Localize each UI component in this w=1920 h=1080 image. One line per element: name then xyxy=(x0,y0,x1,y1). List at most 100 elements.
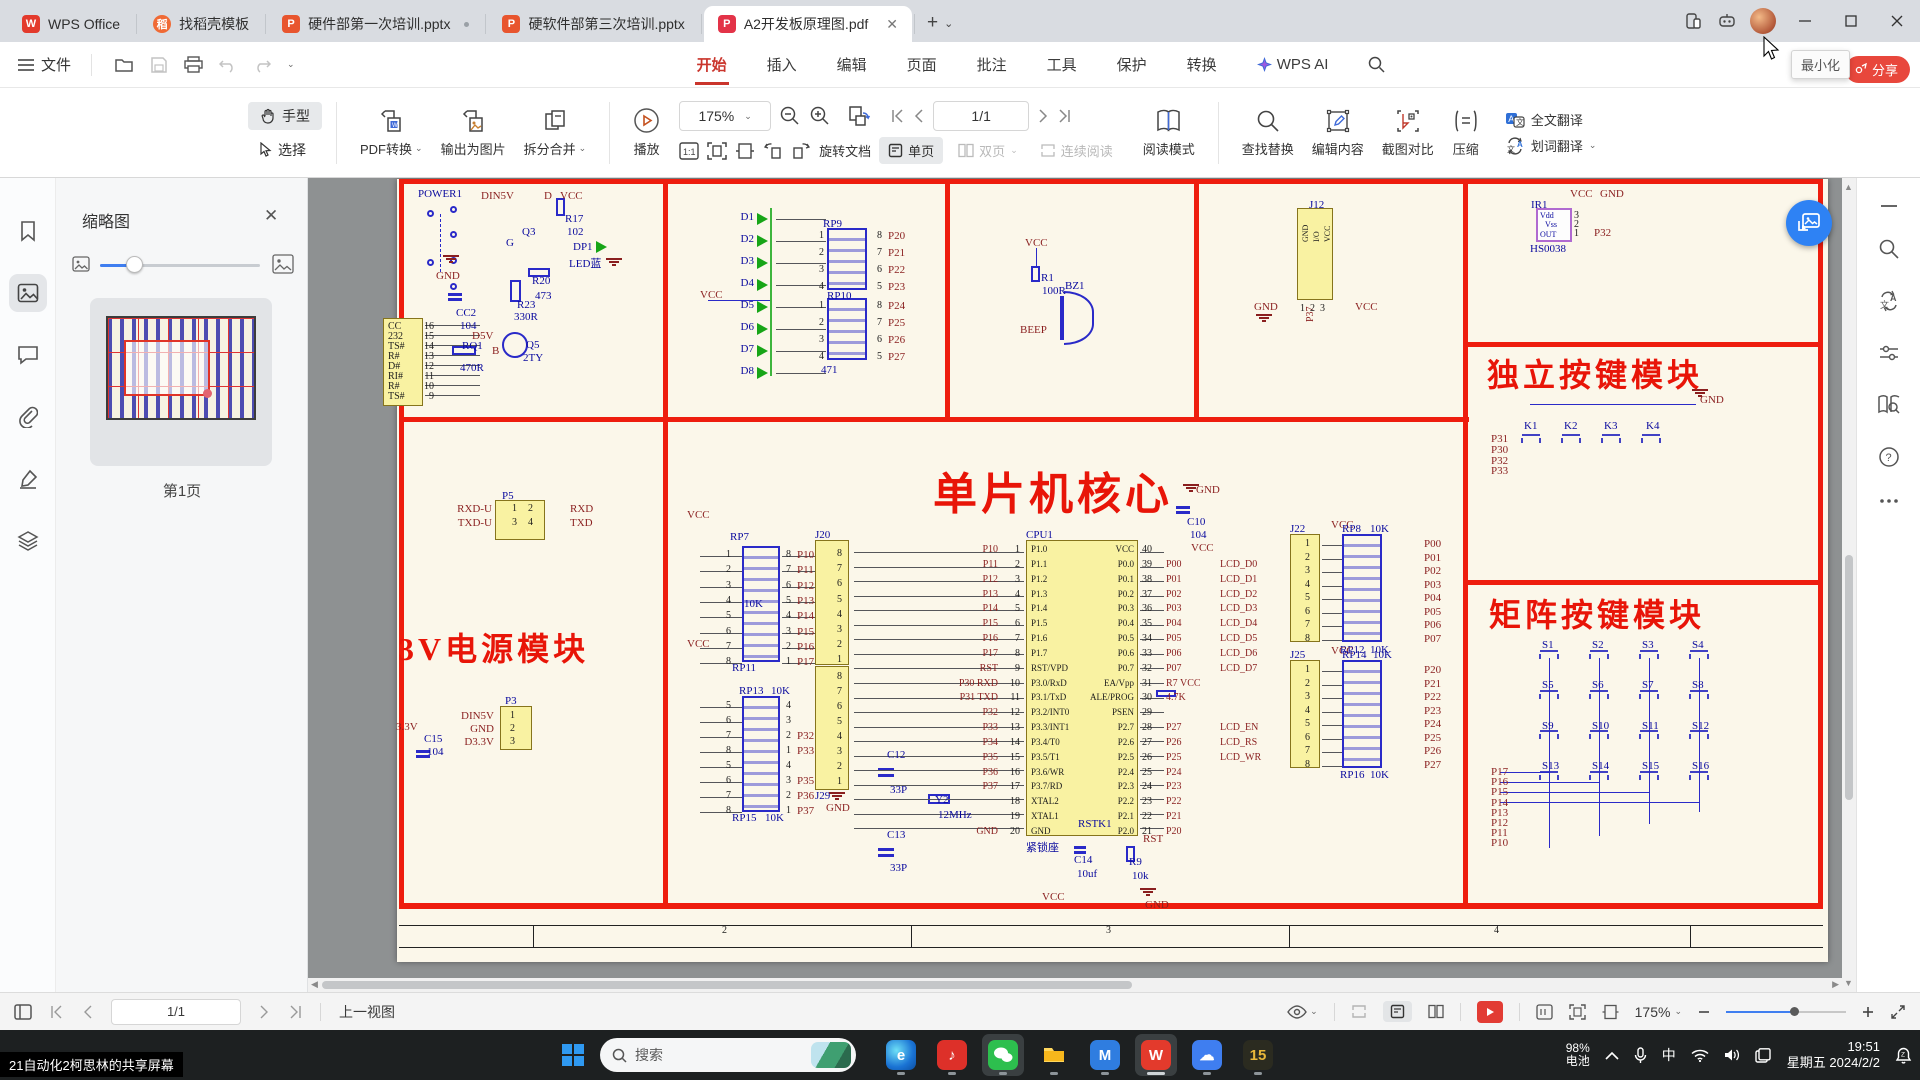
file-menu-button[interactable]: 文件 xyxy=(18,54,71,75)
page-number-input[interactable]: 1/1 xyxy=(933,101,1030,131)
fit-page-icon[interactable] xyxy=(707,141,727,160)
last-page-icon[interactable] xyxy=(1057,109,1071,123)
first-page-icon[interactable] xyxy=(891,109,905,123)
rail-book-search-icon[interactable] xyxy=(1877,394,1901,416)
thumbnail-viewport-highlight[interactable] xyxy=(124,340,212,398)
prev-page-icon[interactable] xyxy=(913,109,925,123)
sb-zoom-in-icon[interactable] xyxy=(1862,1006,1874,1018)
new-tab-button[interactable]: + xyxy=(927,12,939,33)
sb-last-page-icon[interactable] xyxy=(288,1005,302,1019)
search-highlight-image[interactable] xyxy=(811,1042,851,1068)
sb-zoom-slider[interactable] xyxy=(1726,1005,1846,1019)
sign-pen-panel-icon[interactable] xyxy=(9,460,47,498)
fit-width-icon[interactable] xyxy=(735,142,755,160)
taskbar-app-cloud-docs[interactable]: ☁ xyxy=(1186,1034,1228,1076)
read-mode-button[interactable]: 阅读模式 xyxy=(1134,108,1204,158)
scroll-left-icon[interactable]: ◀ xyxy=(311,979,318,989)
rail-translate-icon[interactable]: A文 xyxy=(1877,290,1901,312)
open-icon[interactable] xyxy=(114,56,134,74)
window-tab[interactable]: 稻找稻壳模板 xyxy=(139,6,263,42)
ribbon-tab-批注[interactable]: 批注 xyxy=(976,57,1007,74)
rail-search-icon[interactable] xyxy=(1878,238,1900,260)
wifi-icon[interactable] xyxy=(1691,1049,1709,1062)
sb-zoom-slider-thumb[interactable] xyxy=(1789,1006,1799,1016)
actual-size-icon[interactable]: 1:1 xyxy=(679,141,699,160)
sb-page-indicator[interactable]: 1/1 xyxy=(111,998,241,1025)
ribbon-tab-保护[interactable]: 保护 xyxy=(1116,57,1147,74)
ribbon-search-icon[interactable] xyxy=(1366,46,1387,83)
ribbon-tab-页面[interactable]: 页面 xyxy=(906,57,937,74)
sidebar-toggle-icon[interactable] xyxy=(14,1003,32,1020)
rotate-page-icon[interactable] xyxy=(847,104,871,128)
ribbon-tab-工具[interactable]: 工具 xyxy=(1046,57,1077,74)
minimize-button[interactable] xyxy=(1782,0,1828,42)
snip-tool-icon[interactable] xyxy=(1755,1047,1772,1063)
sb-fit-width-icon[interactable] xyxy=(1602,1004,1619,1020)
start-button[interactable] xyxy=(552,1034,594,1076)
vertical-scrollbar[interactable]: ▲ ▼ xyxy=(1842,178,1856,992)
rail-help-icon[interactable]: ? xyxy=(1878,446,1900,468)
scroll-up-icon[interactable]: ▲ xyxy=(1844,182,1853,192)
user-avatar[interactable] xyxy=(1750,8,1776,34)
save-icon[interactable] xyxy=(150,56,168,74)
ribbon-tab-转换[interactable]: 转换 xyxy=(1186,57,1217,74)
hand-tool-button[interactable]: 手型 xyxy=(248,101,322,130)
layers-panel-icon[interactable] xyxy=(9,522,47,560)
sb-double-page-icon[interactable] xyxy=(1427,1004,1444,1019)
taskbar-app-wps[interactable]: W xyxy=(1135,1034,1177,1076)
quickbar-chevron-icon[interactable]: ⌄ xyxy=(287,59,295,69)
bookmark-panel-icon[interactable] xyxy=(9,212,47,250)
select-tool-button[interactable]: 选择 xyxy=(248,136,322,164)
horizontal-scrollbar[interactable]: ◀ ▶ xyxy=(308,978,1842,992)
assistant-icon[interactable] xyxy=(1710,0,1744,42)
device-sync-icon[interactable] xyxy=(1676,0,1710,42)
comment-panel-icon[interactable] xyxy=(9,336,47,374)
volume-icon[interactable] xyxy=(1724,1048,1740,1062)
attachment-panel-icon[interactable] xyxy=(9,398,47,436)
redo-icon[interactable] xyxy=(253,57,272,73)
view-options-button[interactable]: ⌄ xyxy=(1287,1004,1318,1019)
rotate-left-icon[interactable] xyxy=(763,142,783,160)
taskbar-app-wechat[interactable] xyxy=(982,1034,1024,1076)
taskbar-search[interactable]: 搜索 xyxy=(600,1038,856,1072)
print-icon[interactable] xyxy=(184,55,203,74)
ribbon-tab-编辑[interactable]: 编辑 xyxy=(836,57,867,74)
tab-list-chevron-icon[interactable]: ⌄ xyxy=(944,18,954,30)
rail-more-icon[interactable] xyxy=(1879,498,1899,504)
vertical-scroll-thumb[interactable] xyxy=(1845,555,1853,800)
zoom-out-icon[interactable] xyxy=(779,105,801,127)
tray-expand-icon[interactable] xyxy=(1605,1051,1619,1060)
tab-close-icon[interactable]: ✕ xyxy=(886,15,899,32)
share-button[interactable]: 分享 xyxy=(1844,56,1910,83)
battery-status[interactable]: 98%电池 xyxy=(1565,1041,1590,1068)
sb-continuous-icon[interactable] xyxy=(1351,1004,1367,1019)
play-button[interactable]: 播放 xyxy=(624,107,669,158)
ribbon-tab-wps-ai[interactable]: WPS AI xyxy=(1255,46,1331,83)
single-page-button[interactable]: 单页 xyxy=(879,137,944,164)
taskbar-app-file-explorer[interactable] xyxy=(1033,1034,1075,1076)
taskbar-app-netease-music[interactable]: ♪ xyxy=(931,1034,973,1076)
sb-next-page-icon[interactable] xyxy=(259,1005,270,1019)
taskbar-app-cad-15[interactable]: 15 xyxy=(1237,1034,1279,1076)
scroll-down-icon[interactable]: ▼ xyxy=(1844,978,1853,988)
zoom-select[interactable]: 175%⌄ xyxy=(679,101,772,131)
next-page-icon[interactable] xyxy=(1037,109,1049,123)
export-image-button[interactable]: 输出为图片 xyxy=(432,108,515,158)
sb-single-page-button[interactable] xyxy=(1382,1001,1412,1022)
fullscreen-icon[interactable] xyxy=(1890,1004,1906,1020)
capture-translate-fab[interactable] xyxy=(1786,200,1832,246)
sb-first-page-icon[interactable] xyxy=(50,1005,64,1019)
rotate-right-icon[interactable] xyxy=(791,142,811,160)
scroll-right-icon[interactable]: ▶ xyxy=(1832,979,1839,989)
split-merge-button[interactable]: 拆分合并⌄ xyxy=(515,108,596,158)
sb-fit-page-icon[interactable] xyxy=(1568,1003,1586,1020)
thumbnail-panel-close-icon[interactable]: ✕ xyxy=(264,206,279,225)
thumbnail-panel-icon[interactable] xyxy=(8,274,47,312)
microphone-icon[interactable] xyxy=(1634,1046,1647,1064)
maximize-button[interactable] xyxy=(1828,0,1874,42)
